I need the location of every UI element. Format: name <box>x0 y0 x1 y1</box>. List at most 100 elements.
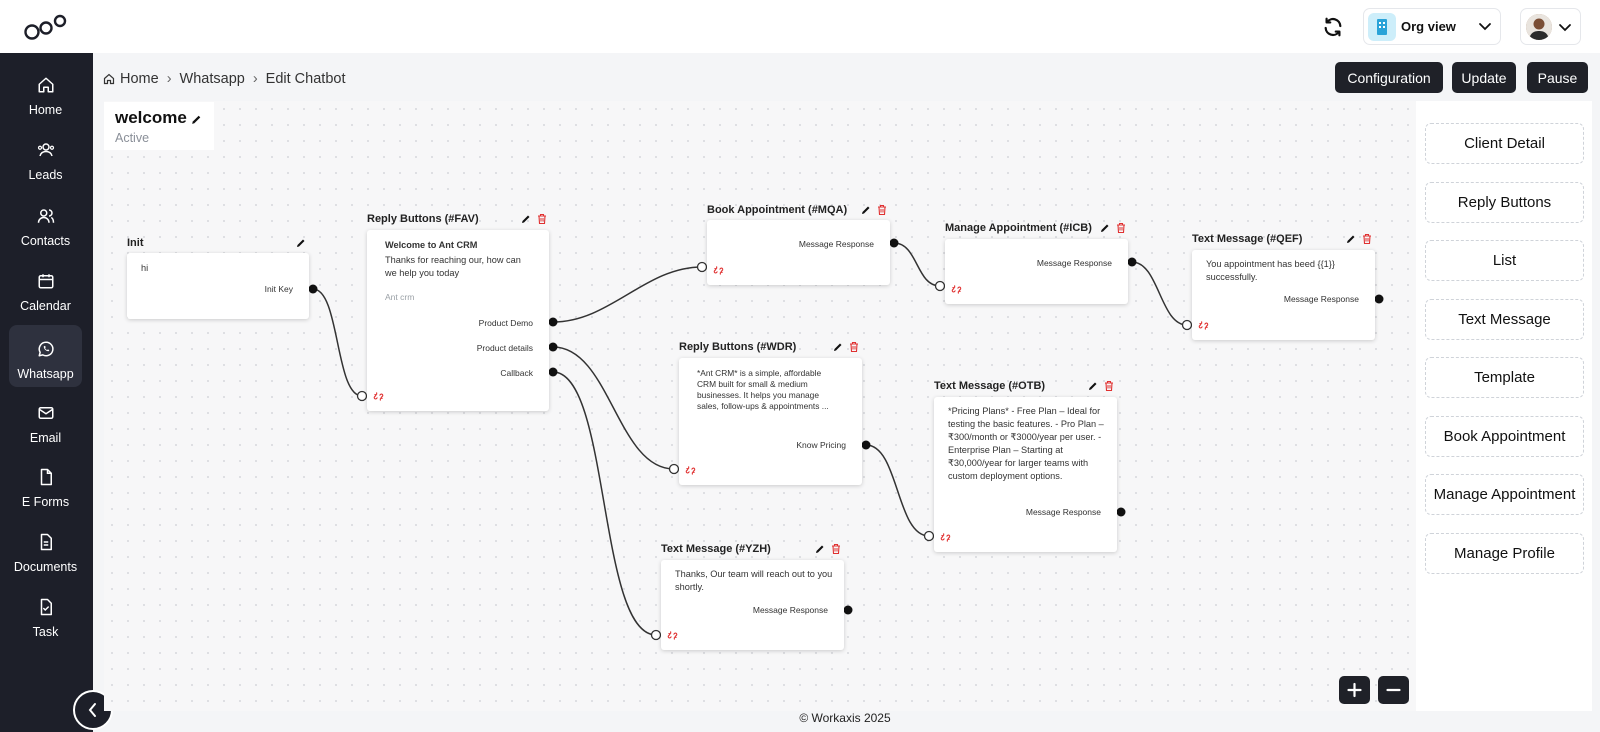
document-icon <box>40 533 52 551</box>
sidebar-item-label: Email <box>29 431 62 445</box>
sidebar-item-e-forms[interactable]: E Forms <box>9 453 82 515</box>
chevron-right-icon: › <box>166 71 172 87</box>
node-text-message-yzh[interactable]: Thanks, Our team will reach out to you s… <box>661 560 844 650</box>
sidebar-item-email[interactable]: Email <box>9 389 82 451</box>
node-init[interactable]: hi Init Key <box>127 253 309 319</box>
palette-item-manage-appointment[interactable]: Manage Appointment <box>1425 474 1584 515</box>
node-text-message-qef[interactable]: You appointment has beed {{1}} successfu… <box>1192 250 1375 340</box>
reply-button-label: Callback <box>500 368 533 378</box>
zoom-in-button[interactable] <box>1339 676 1370 704</box>
pencil-icon[interactable] <box>814 543 826 555</box>
sidebar-item-label: Home <box>28 103 63 117</box>
trash-icon[interactable] <box>830 543 842 555</box>
pencil-icon[interactable] <box>1099 222 1111 234</box>
sidebar: Home Leads Contacts Calendar Whatsapp Em… <box>0 53 93 732</box>
sidebar-item-whatsapp[interactable]: Whatsapp <box>9 325 82 387</box>
chevron-right-icon: › <box>252 71 258 87</box>
trash-icon[interactable] <box>536 213 548 225</box>
flow-title: welcome <box>115 108 187 127</box>
breadcrumb-whatsapp[interactable]: Whatsapp <box>179 71 245 87</box>
update-button[interactable]: Update <box>1452 62 1516 93</box>
pencil-icon[interactable] <box>1087 380 1099 392</box>
breadcrumb-current: Edit Chatbot <box>265 71 346 87</box>
palette-item-manage-profile[interactable]: Manage Profile <box>1425 533 1584 574</box>
configuration-button[interactable]: Configuration <box>1335 62 1443 93</box>
node-manage-appointment-icb[interactable]: Message Response <box>945 239 1128 304</box>
pencil-icon[interactable] <box>190 113 203 126</box>
unlink-icon[interactable] <box>667 630 678 641</box>
sidebar-item-task[interactable]: Task <box>9 583 82 645</box>
node-output-label: Init Key <box>264 284 293 294</box>
chevron-down-icon <box>1559 24 1571 32</box>
node-text: hi <box>141 263 149 273</box>
trash-icon[interactable] <box>1361 233 1373 245</box>
chevron-down-icon <box>1479 23 1491 31</box>
task-icon <box>40 598 52 616</box>
palette-item-text-message[interactable]: Text Message <box>1425 299 1584 340</box>
trash-icon[interactable] <box>848 341 860 353</box>
sidebar-item-contacts[interactable]: Contacts <box>9 192 82 254</box>
node-output-label: Message Response <box>752 605 828 615</box>
pencil-icon[interactable] <box>520 213 532 225</box>
node-text-message-otb[interactable]: *Pricing Plans* - Free Plan – Ideal for … <box>934 397 1117 552</box>
sidebar-item-calendar[interactable]: Calendar <box>9 257 82 319</box>
home-icon <box>103 73 115 85</box>
pencil-icon[interactable] <box>1345 233 1357 245</box>
node-text: Thanks for reaching our, how can we help… <box>385 255 521 278</box>
node-output-label: Message Response <box>1036 258 1112 268</box>
file-icon <box>40 468 52 486</box>
node-reply-buttons-wdr[interactable]: *Ant CRM* is a simple, affordable CRM bu… <box>679 358 862 485</box>
palette-item-client-detail[interactable]: Client Detail <box>1425 123 1584 164</box>
node-reply-buttons-fav[interactable]: Welcome to Ant CRM Thanks for reaching o… <box>367 230 549 411</box>
reply-button-label: Know Pricing <box>796 440 846 450</box>
sidebar-item-documents[interactable]: Documents <box>9 518 82 580</box>
pencil-icon[interactable] <box>832 341 844 353</box>
email-icon <box>38 407 54 419</box>
reply-button-label: Product Demo <box>478 318 533 328</box>
unlink-icon[interactable] <box>951 284 962 295</box>
sidebar-item-home[interactable]: Home <box>9 61 82 123</box>
pencil-icon[interactable] <box>860 204 872 216</box>
palette-item-reply-buttons[interactable]: Reply Buttons <box>1425 182 1584 223</box>
node-title: Text Message (#OTB) <box>934 380 1046 392</box>
sidebar-item-label: Task <box>32 625 59 639</box>
workaxis-logo[interactable] <box>24 13 68 43</box>
node-heading: Welcome to Ant CRM <box>385 240 478 250</box>
user-menu[interactable] <box>1520 8 1581 45</box>
home-icon <box>38 77 54 93</box>
node-title: Init <box>127 237 144 249</box>
org-view-select[interactable]: Org view <box>1363 8 1501 45</box>
breadcrumb-home[interactable]: Home <box>120 71 159 87</box>
node-text: *Ant CRM* is a simple, affordable CRM bu… <box>697 368 829 411</box>
top-bar: Org view <box>0 0 1600 53</box>
pencil-icon[interactable] <box>295 237 307 249</box>
palette-item-list[interactable]: List <box>1425 240 1584 281</box>
trash-icon[interactable] <box>876 204 888 216</box>
node-text: You appointment has beed {{1}} successfu… <box>1206 259 1335 282</box>
leads-icon <box>37 143 55 157</box>
sidebar-item-label: E Forms <box>21 495 70 509</box>
zoom-out-button[interactable] <box>1378 676 1409 704</box>
node-title: Book Appointment (#MQA) <box>707 204 848 216</box>
node-output-label: Message Response <box>798 239 874 249</box>
sidebar-item-leads[interactable]: Leads <box>9 126 82 188</box>
palette-item-template[interactable]: Template <box>1425 357 1584 398</box>
trash-icon[interactable] <box>1115 222 1127 234</box>
node-output-label: Message Response <box>1025 507 1101 517</box>
refresh-icon[interactable] <box>1322 16 1344 38</box>
node-text: *Pricing Plans* - Free Plan – Ideal for … <box>948 406 1104 481</box>
node-title: Text Message (#YZH) <box>661 543 771 555</box>
unlink-icon[interactable] <box>940 532 951 543</box>
unlink-icon[interactable] <box>1198 320 1209 331</box>
flow-status: Active <box>115 131 150 145</box>
trash-icon[interactable] <box>1103 380 1115 392</box>
node-title: Text Message (#QEF) <box>1192 233 1303 245</box>
unlink-icon[interactable] <box>685 465 696 476</box>
node-book-appointment-mqa[interactable]: Message Response <box>707 220 890 285</box>
unlink-icon[interactable] <box>713 265 724 276</box>
node-title: Reply Buttons (#FAV) <box>367 213 479 225</box>
unlink-icon[interactable] <box>373 391 384 402</box>
pause-button[interactable]: Pause <box>1527 62 1588 93</box>
palette-item-book-appointment[interactable]: Book Appointment <box>1425 416 1584 457</box>
node-title: Manage Appointment (#ICB) <box>945 222 1092 234</box>
